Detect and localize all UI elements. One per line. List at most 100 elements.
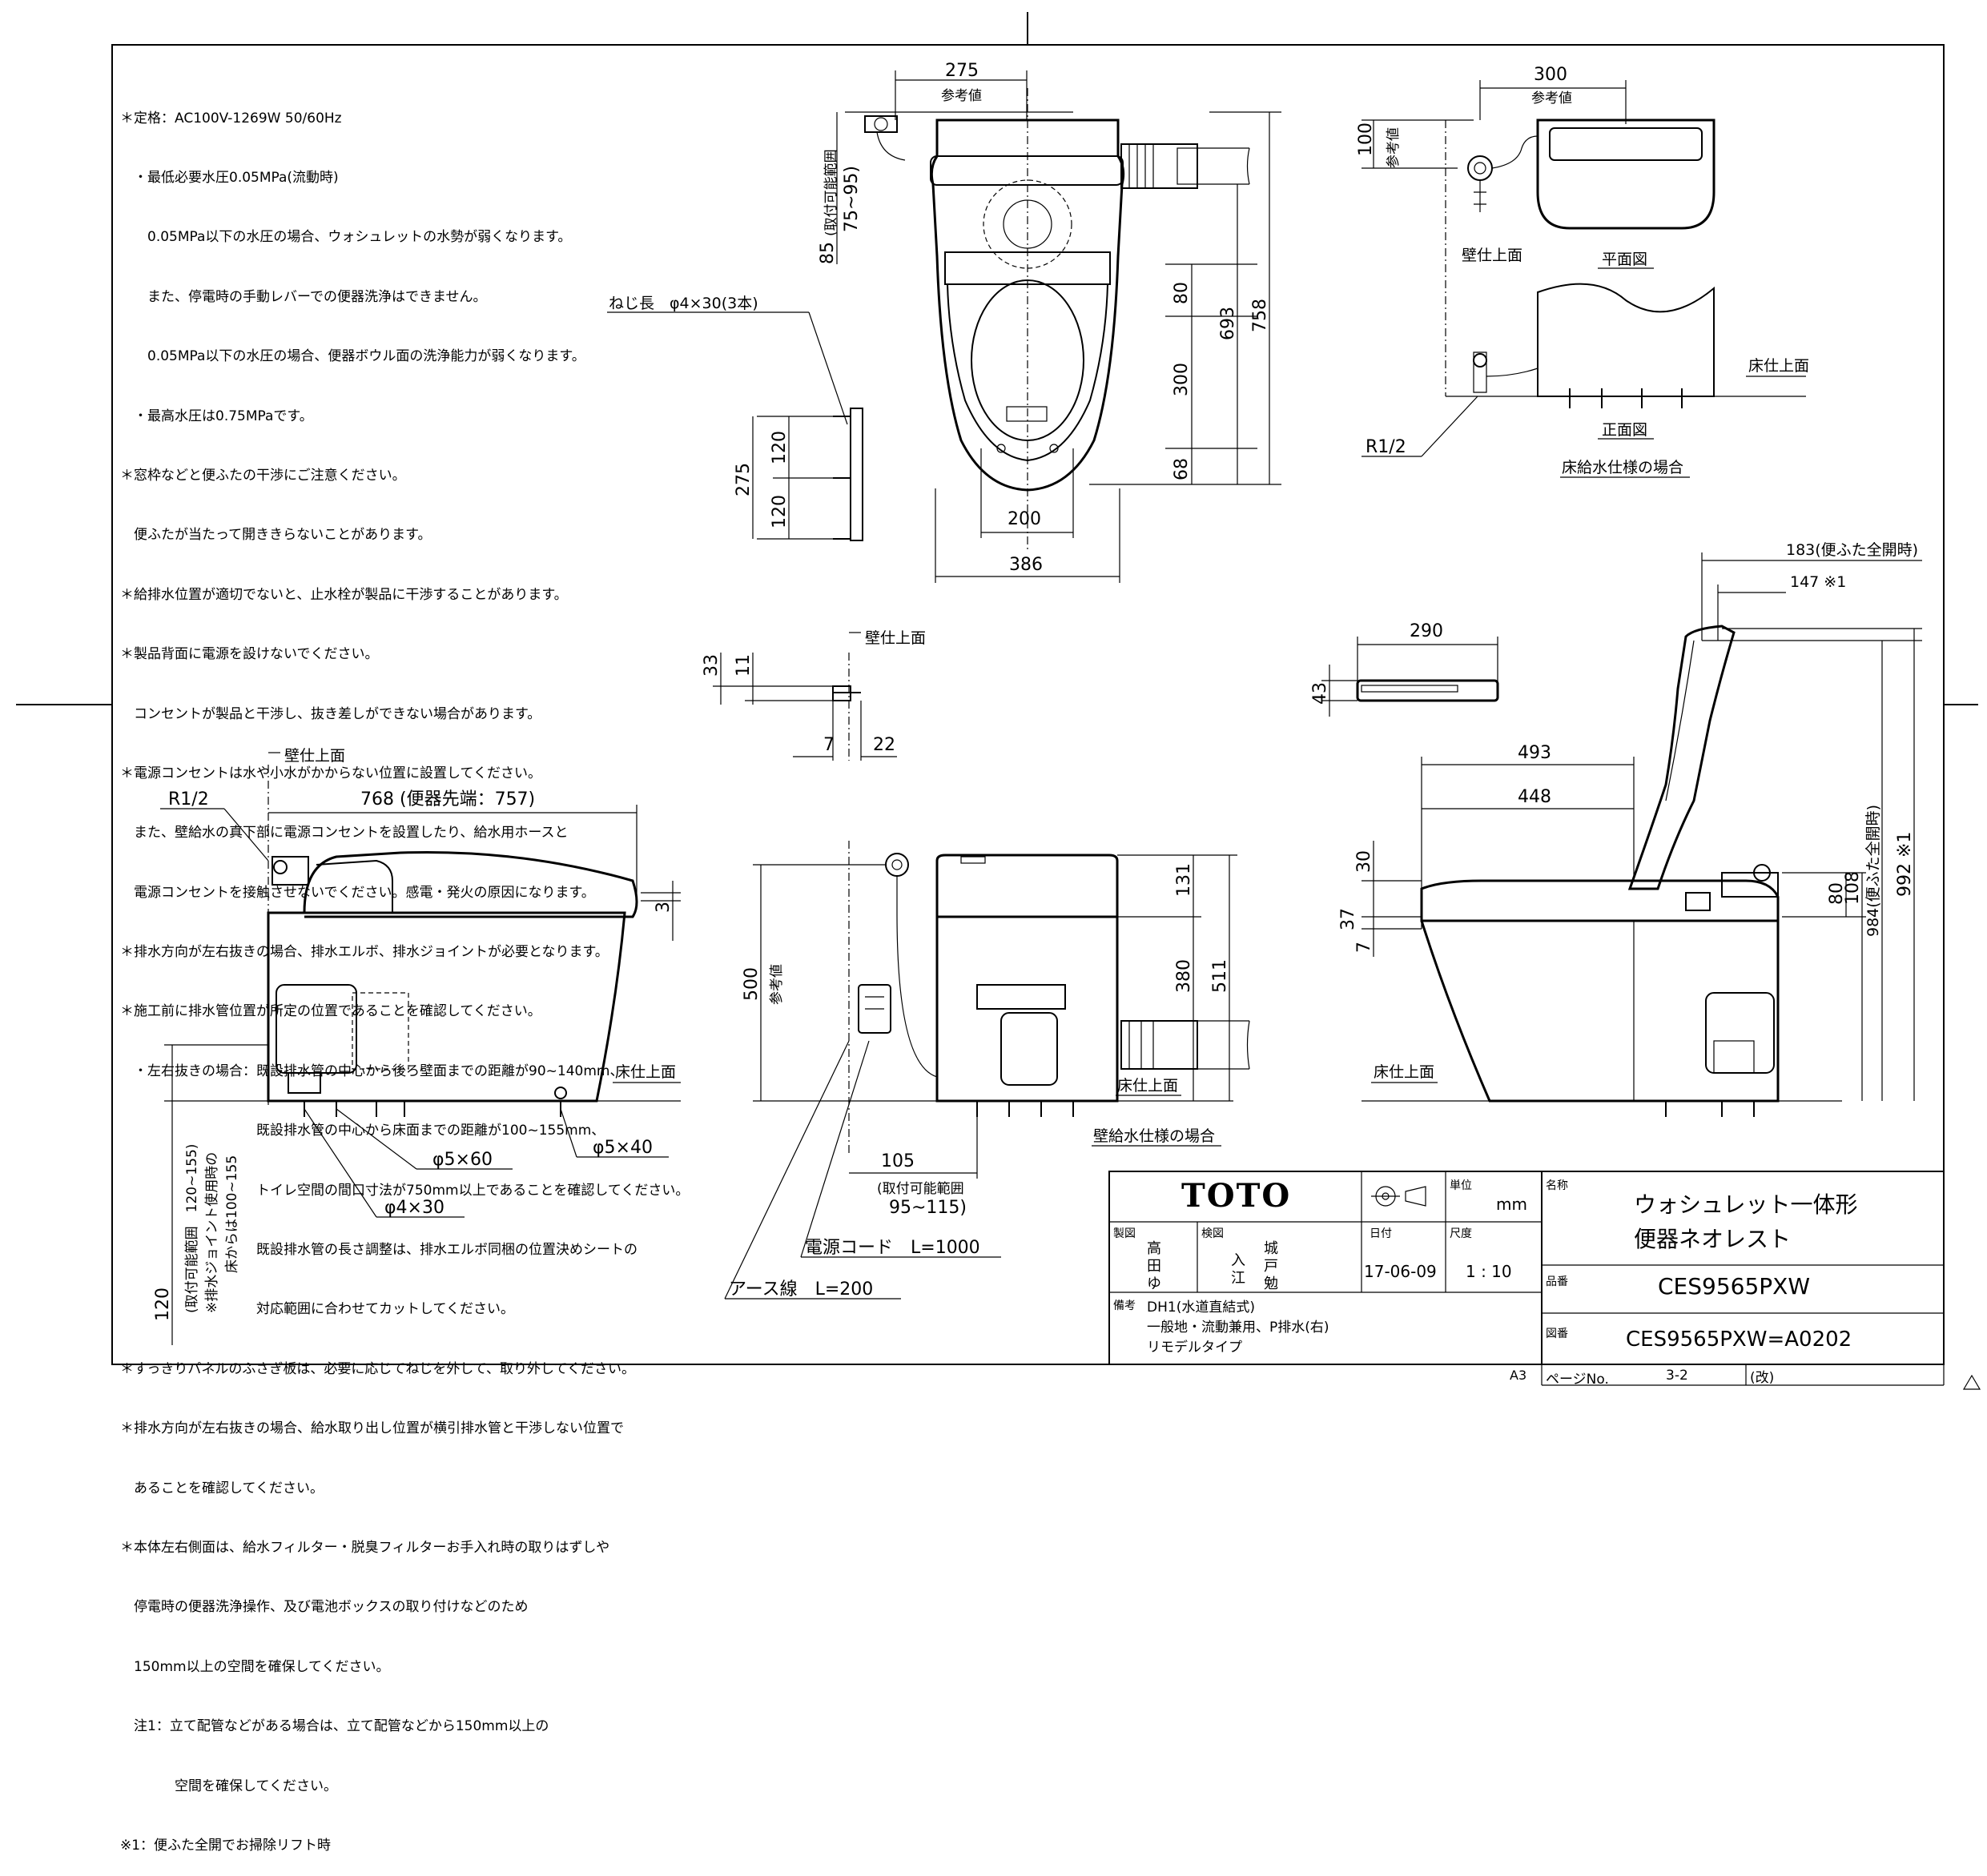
toilet-front-view: 床仕上面 500 参考値 131 380 511 105 (取付可能範囲 95~…	[724, 841, 1250, 1300]
note-line: 電源コンセントを接触させないでください。感電・発火の原因になります。	[120, 884, 595, 901]
toilet-side-view-right: 493 448 183(便ふた全開時) 147 ※1 床仕上面 30 37 7	[1338, 541, 1922, 1117]
date-label: 日付	[1370, 1227, 1392, 1240]
wall-supply-case-label: 壁給水仕様の場合	[1093, 1127, 1215, 1145]
dim-448: 448	[1518, 787, 1551, 807]
drain-joint-note: ※排水ジョイント使用時の	[203, 1152, 220, 1313]
note-line: トイレ空間の間口寸法が750mm以上であることを確認してください。	[120, 1182, 690, 1199]
dim-147: 147 ※1	[1790, 573, 1846, 591]
checked-label: 検図	[1201, 1227, 1224, 1240]
note-line: 既設排水管の長さ調整は、排水エルボ同梱の位置決めシートの	[120, 1242, 638, 1259]
dim-275-top: 275	[945, 61, 979, 81]
scale-value: 1 : 10	[1466, 1262, 1512, 1281]
checked-by-3: 城	[1264, 1240, 1278, 1257]
note-line: また、停電時の手動レバーでの便器洗浄はできません。	[120, 288, 487, 305]
checked-by-2: 江	[1231, 1270, 1245, 1287]
unit-label: 単位	[1450, 1179, 1472, 1192]
plan-view-label: 平面図	[1602, 251, 1647, 268]
note-line: ＊電源コンセントは水や小水がかからない位置に設置してください。	[120, 765, 541, 781]
drawn-by-3: ゆ	[1147, 1275, 1161, 1292]
dim-984: 984(便ふた全開時)	[1864, 805, 1882, 937]
phi5x60-label: φ5×60	[432, 1150, 493, 1170]
panel-side-view: ねじ長 φ4×30(3本) 275 120 120	[607, 295, 863, 541]
product-name-line1: ウォシュレット一体形	[1634, 1191, 1858, 1218]
note-line: ＊定格：AC100V-1269W 50/60Hz	[120, 110, 342, 127]
note-line: ・最高水圧は0.75MPaです。	[120, 408, 313, 424]
note-line: ※1：便ふた全開でお掃除リフト時	[120, 1837, 332, 1854]
sheet-size: A3	[1510, 1368, 1527, 1383]
dim-500: 500	[742, 967, 762, 1001]
note-line: ＊すっきりパネルのふさぎ板は、必要に応じてねじを外して、取り外してください。	[120, 1360, 635, 1377]
range-120-155: (取付可能範囲 120~155)	[184, 1144, 200, 1313]
drawn-by-1: 高	[1147, 1240, 1161, 1257]
note-line: 0.05MPa以下の水圧の場合、ウォシュレットの水勢が弱くなります。	[120, 229, 572, 246]
ref-value-label-3: 参考値	[1386, 127, 1402, 168]
brand-logo: TOTO	[1181, 1177, 1292, 1215]
notes-block: ＊定格：AC100V-1269W 50/60Hz ・最低必要水圧0.05MPa(…	[120, 69, 761, 1876]
drawing-sheet: 275 参考値 85 (取付可能範囲 75~95)	[16, 12, 1981, 1390]
note-line: 0.05MPa以下の水圧の場合、便器ボウル面の洗浄能力が弱くなります。	[120, 348, 585, 365]
dim-105: 105	[881, 1151, 915, 1171]
note-line: あることを確認してください。	[120, 1480, 324, 1496]
drawn-by-2: 田	[1147, 1258, 1161, 1275]
part-number: CES9565PXW	[1658, 1273, 1811, 1300]
toilet-plan-view: 275 参考値 85 (取付可能範囲 75~95)	[818, 61, 1281, 583]
note-line: ・左右抜きの場合：既設排水管の中心から後ろ壁面までの距離が90~140mm、	[120, 1063, 624, 1079]
wall-bracket-detail: 壁仕上面 33 11 7 22	[702, 629, 926, 761]
dim-493: 493	[1518, 743, 1551, 763]
dim-275-panel: 275	[734, 463, 754, 496]
date-value: 17-06-09	[1364, 1262, 1437, 1281]
dim-183: 183(便ふた全開時)	[1786, 541, 1918, 559]
dim-131: 131	[1174, 863, 1194, 897]
checked-by-5: 勉	[1264, 1275, 1278, 1292]
phi5x40-label: φ5×40	[593, 1138, 653, 1158]
drawn-label: 製図	[1113, 1227, 1136, 1240]
dim-108: 108	[1843, 871, 1863, 905]
wall-finish-label-bl: 壁仕上面	[284, 747, 345, 765]
note-line: 注1：立て配管などがある場合は、立て配管などから150mm以上の	[120, 1718, 549, 1735]
dim-758: 758	[1250, 299, 1270, 332]
dim-80-top: 80	[1172, 282, 1192, 304]
part-label: 品番	[1546, 1275, 1568, 1288]
range-95-115: 95~115)	[889, 1198, 967, 1218]
note-line: コンセントが製品と干渉し、抜き差しができない場合があります。	[120, 705, 541, 722]
dim-120-c: 120	[153, 1287, 173, 1321]
dim-33: 33	[702, 654, 722, 677]
floor-finish-label-br: 床仕上面	[1374, 1063, 1434, 1081]
range-75-95: 75~95)	[842, 166, 862, 232]
wall-finish-label-tr: 壁仕上面	[1462, 247, 1522, 264]
dim-3: 3	[654, 902, 674, 913]
scale-label: 尺度	[1450, 1227, 1472, 1240]
note-line: 対応範囲に合わせてカットしてください。	[120, 1301, 514, 1318]
adjustable-range-label-2: (取付可能範囲	[877, 1181, 964, 1197]
floor-supply-views: 300 参考値 100 参考値 壁仕上面 平面図 床仕上面 正面図 R1/2 床…	[1356, 65, 1809, 478]
dim-768: 768 (便器先端：757)	[360, 789, 535, 809]
dim-11: 11	[734, 654, 754, 677]
dim-85: 85	[818, 242, 838, 264]
floor-finish-label-bl: 床仕上面	[615, 1063, 676, 1081]
dim-30: 30	[1354, 850, 1374, 873]
checked-by-1: 入	[1231, 1252, 1245, 1269]
remarks-line3: リモデルタイプ	[1147, 1340, 1242, 1356]
note-line: ＊窓枠などと便ふたの干渉にご注意ください。	[120, 467, 406, 484]
unit-value: mm	[1496, 1195, 1527, 1214]
note-line: ＊排水方向が左右抜きの場合、給水取り出し位置が横引排水管と干渉しない位置で	[120, 1420, 624, 1437]
name-label: 名称	[1546, 1179, 1568, 1192]
adjustable-range-label: (取付可能範囲	[823, 149, 839, 236]
dim-386: 386	[1009, 555, 1043, 575]
drawing-label: 図番	[1546, 1328, 1568, 1340]
dim-7-side: 7	[1354, 942, 1374, 953]
remarks-label: 備考	[1113, 1300, 1136, 1312]
note-line: 便ふたが当たって開ききらないことがあります。	[120, 527, 432, 544]
dim-7-bracket: 7	[823, 735, 835, 755]
dim-120-b: 120	[770, 495, 790, 528]
range-100-155: 床からは100~155	[224, 1155, 240, 1273]
note-line: 空間を確保してください。	[120, 1778, 337, 1794]
remote-control-view: 290 43	[1310, 621, 1499, 717]
dim-380: 380	[1174, 959, 1194, 993]
dim-200: 200	[1008, 509, 1041, 529]
dim-22: 22	[873, 735, 895, 755]
floor-supply-case-label: 床給水仕様の場合	[1562, 459, 1683, 476]
dim-100: 100	[1356, 123, 1376, 156]
title-block	[1108, 1171, 1945, 1386]
ref-value-label: 参考値	[941, 88, 982, 104]
